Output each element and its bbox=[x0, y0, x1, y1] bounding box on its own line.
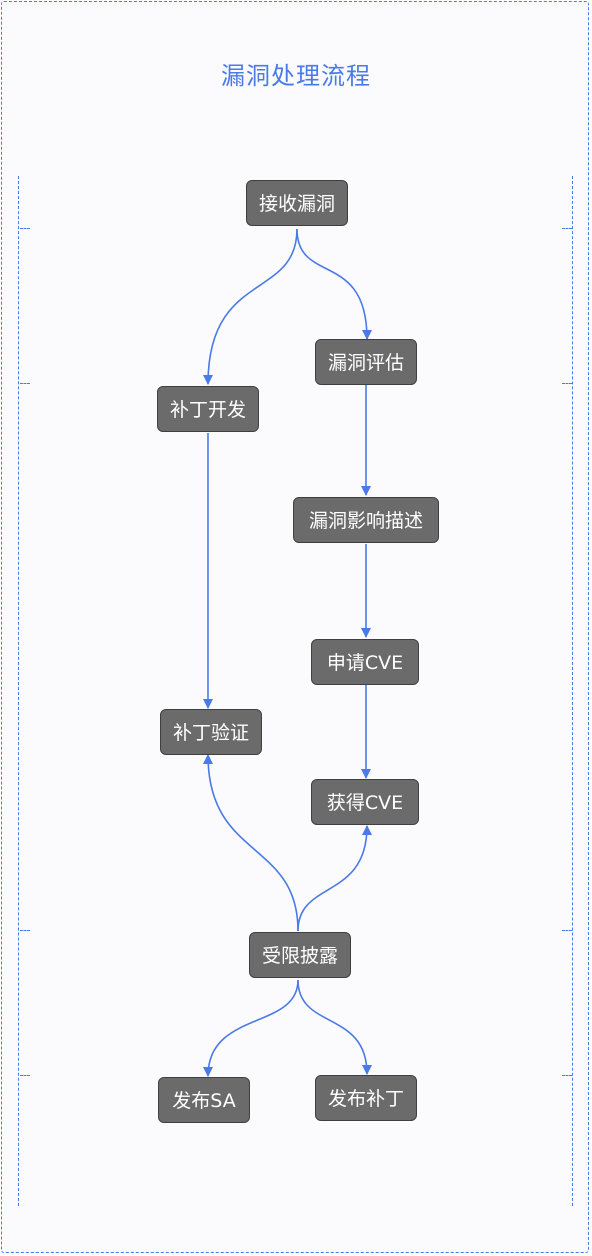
left-lane-tick bbox=[20, 228, 30, 229]
node-patch-development[interactable]: 补丁开发 bbox=[157, 386, 259, 432]
right-lane-tick bbox=[562, 930, 572, 931]
node-limited-disclosure[interactable]: 受限披露 bbox=[249, 932, 351, 978]
edge-disclosure-publish-patch bbox=[297, 979, 372, 1075]
node-receive-vulnerability[interactable]: 接收漏洞 bbox=[246, 180, 348, 226]
edge-disclosure-patch-verify bbox=[203, 754, 299, 932]
left-lane-tick bbox=[20, 383, 30, 384]
right-lane-tick bbox=[562, 228, 572, 229]
edge-receive-assess bbox=[296, 228, 372, 340]
right-lane-tick bbox=[562, 1075, 572, 1076]
edge-receive-patch-dev bbox=[203, 228, 298, 385]
node-apply-cve[interactable]: 申请CVE bbox=[311, 639, 419, 685]
node-patch-verification[interactable]: 补丁验证 bbox=[160, 709, 262, 755]
node-publish-sa[interactable]: 发布SA bbox=[158, 1077, 250, 1123]
left-lane-tick bbox=[20, 930, 30, 931]
node-get-cve[interactable]: 获得CVE bbox=[311, 779, 419, 825]
edge-disclosure-get-cve bbox=[297, 825, 372, 932]
right-lane-guide bbox=[572, 176, 573, 1206]
right-lane-tick bbox=[562, 383, 572, 384]
edge-disclosure-publish-sa bbox=[203, 979, 299, 1077]
diagram-title: 漏洞处理流程 bbox=[221, 62, 371, 90]
node-vulnerability-assessment[interactable]: 漏洞评估 bbox=[315, 339, 417, 385]
node-impact-description[interactable]: 漏洞影响描述 bbox=[293, 497, 439, 543]
left-lane-guide bbox=[18, 176, 19, 1206]
node-publish-patch[interactable]: 发布补丁 bbox=[315, 1075, 417, 1121]
left-lane-tick bbox=[20, 1075, 30, 1076]
